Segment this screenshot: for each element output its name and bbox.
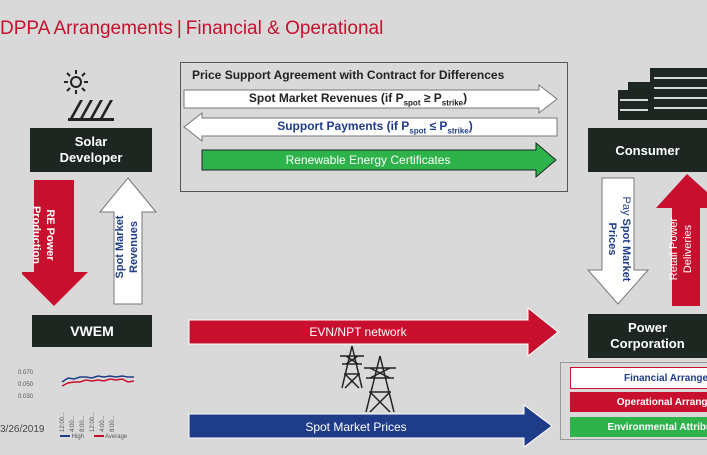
evn-npt-network-arrow	[188, 306, 559, 358]
pay-spot-line2: Prices	[606, 222, 618, 256]
legend-average-swatch	[93, 435, 104, 438]
y-tick-2: 0.050	[18, 382, 34, 388]
footer-date: 3/26/2019	[0, 424, 45, 435]
evn-npt-network-label: EVN/NPT network	[309, 325, 407, 339]
legend-operational: Operational Arrangement	[570, 392, 707, 412]
recs-arrow	[201, 142, 557, 178]
solar-label-2: Developer	[59, 150, 123, 165]
transmission-tower-icon	[340, 345, 396, 413]
x-tick-1: 12:00...	[60, 411, 66, 432]
support-text-b: ≤ P	[426, 119, 448, 133]
title-subtitle: Financial & Operational	[185, 18, 384, 39]
spot-revenues-line1: Spot Market	[114, 215, 126, 279]
x-tick-3: 8:00...	[80, 415, 86, 432]
re-power-line2: Production	[30, 205, 42, 265]
re-power-line1: RE Power	[44, 209, 56, 261]
spot-revenues-line2: Revenues	[128, 221, 140, 273]
legend-operational-label: Operational Arrangement	[616, 396, 707, 408]
title-separator: |	[176, 18, 182, 39]
pay-word: Pay	[620, 196, 632, 219]
spot-rev-sub-a: spot	[403, 98, 421, 108]
average-series-line	[61, 378, 135, 387]
support-sub-b: strike	[447, 126, 469, 136]
building-icon	[618, 68, 707, 120]
pay-spot-market-prices-arrow	[586, 177, 650, 305]
spot-rev-text-a: Spot Market Revenues (if P	[248, 91, 404, 105]
legend-high-swatch	[60, 435, 70, 438]
power-label-1: Power	[627, 320, 667, 335]
vwem-box: VWEM	[32, 315, 152, 347]
solar-developer-box: Solar Developer	[30, 128, 152, 172]
consumer-label: Consumer	[615, 142, 680, 158]
re-power-production-arrow	[22, 180, 88, 306]
legend-financial: Financial Arrangement	[570, 367, 707, 389]
solar-label-1: Solar	[74, 134, 108, 149]
retail-line1: Retail Power	[668, 217, 680, 281]
spot-rev-sub-b: strike	[441, 98, 464, 108]
high-series-line	[61, 375, 134, 383]
agreement-title: Price Support Agreement with Contract fo…	[192, 68, 505, 82]
pay-spot-label: Pay Spot Market Prices	[603, 189, 633, 289]
power-label-2: Corporation	[610, 336, 685, 351]
vwem-label: VWEM	[70, 323, 114, 339]
pay-spot-market-word: Spot Market	[620, 218, 632, 282]
recs-label: Renewable Energy Certificates	[285, 153, 451, 167]
solar-panel-icon	[64, 70, 114, 121]
spot-market-revenues-arrow	[98, 177, 158, 305]
support-payments-label: Support Payments (if Pspot ≤ Pstrike)	[200, 119, 550, 135]
arrangement-legend	[560, 362, 707, 440]
mini-price-chart: 0.070 0.050 0.030 12:00... 4:00... 8:00.…	[18, 366, 148, 446]
support-sub-a: spot	[409, 126, 427, 136]
x-tick-6: 8:00...	[110, 415, 116, 432]
mini-chart-x-ticks: 12:00... 4:00... 8:00... 12:00... 4:00..…	[60, 404, 140, 434]
price-support-agreement-box	[180, 62, 568, 192]
spot-market-revenues-cfd-arrow	[183, 84, 558, 115]
y-tick-3: 0.030	[18, 394, 34, 400]
spot-market-prices-label: Spot Market Prices	[305, 420, 407, 434]
retail-line2: Deliveries	[682, 224, 694, 274]
spot-market-prices-arrow	[188, 404, 553, 448]
pay-spot-line1: Pay Spot Market	[619, 189, 633, 289]
mini-chart-lines	[61, 375, 135, 387]
spot-revenues-label: Spot Market Revenues	[113, 197, 143, 297]
support-text-a: Support Payments (if P	[277, 119, 410, 133]
legend-high-label: High	[71, 434, 85, 440]
legend-environmental-label: Environmental Attribute	[607, 421, 707, 433]
support-text-c: )	[468, 119, 473, 133]
power-corporation-box: Power Corporation	[588, 314, 707, 358]
re-power-label: RE Power Production	[27, 185, 57, 285]
title-main: DPPA Arrangements	[0, 18, 173, 39]
page-title: DPPA Arrangements|Financial & Operationa…	[0, 18, 383, 40]
spot-rev-text-c: )	[463, 91, 468, 105]
x-tick-5: 4:00...	[100, 415, 106, 432]
x-tick-4: 12:00...	[90, 411, 96, 432]
spot-market-revenues-cfd-label: Spot Market Revenues (if Pspot ≥ Pstrike…	[183, 91, 533, 107]
legend-environmental: Environmental Attribute	[570, 417, 707, 437]
y-tick-1: 0.070	[18, 370, 34, 376]
mini-chart-legend: High Average	[60, 434, 127, 440]
x-tick-2: 4:00...	[70, 415, 76, 432]
retail-power-label: Retail Power Deliveries	[667, 199, 697, 299]
spot-rev-text-b: ≥ P	[420, 91, 442, 105]
support-payments-arrow	[183, 112, 558, 143]
legend-financial-label: Financial Arrangement	[624, 372, 707, 384]
consumer-box: Consumer	[588, 128, 707, 172]
legend-average-label: Average	[105, 434, 128, 440]
retail-power-deliveries-arrow	[656, 174, 707, 306]
